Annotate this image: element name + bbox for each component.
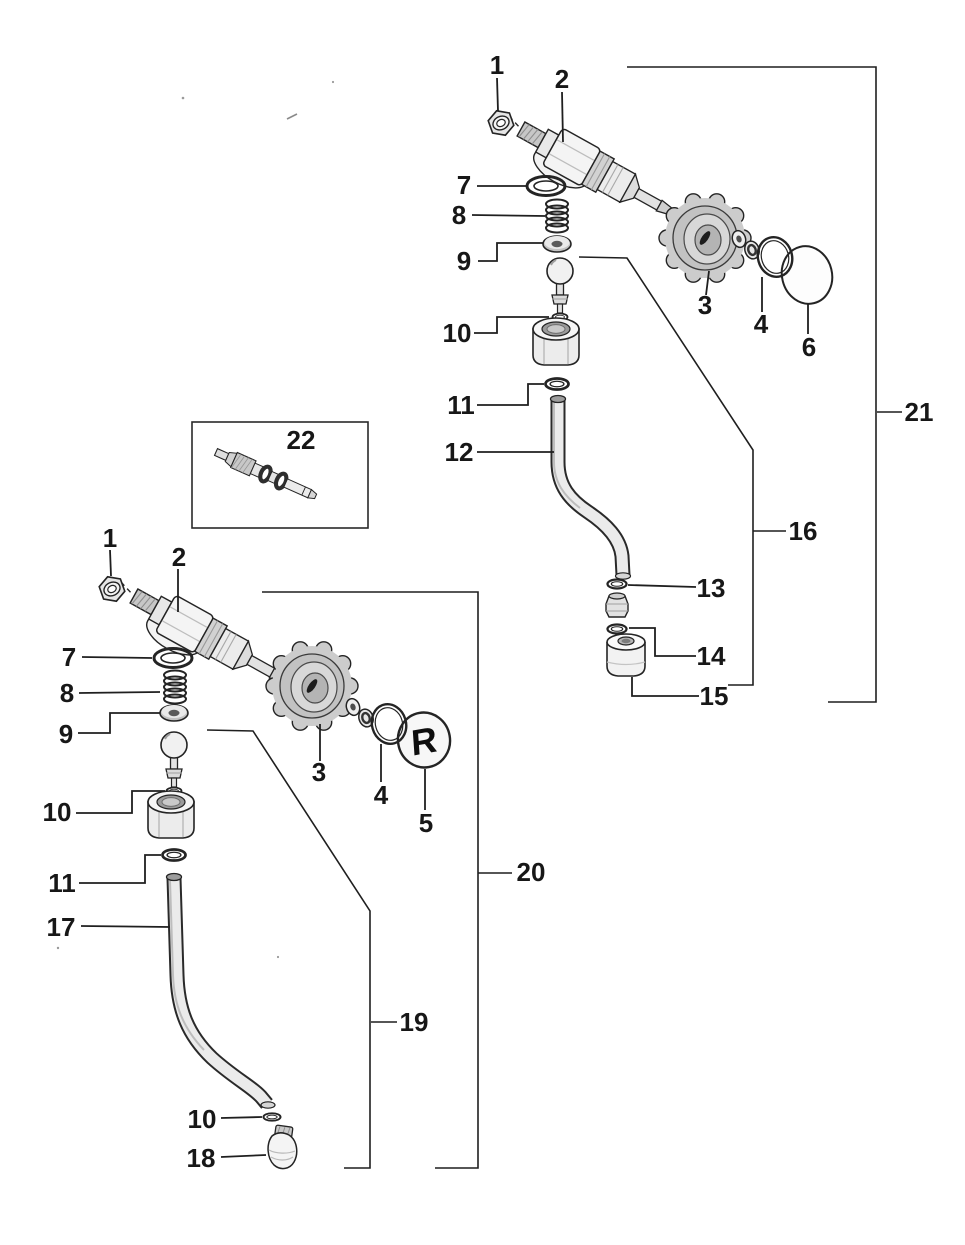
callout-lower-5: 5 — [419, 808, 433, 838]
upper-part-valve-body — [505, 109, 682, 239]
lower-part-ball-stem — [161, 732, 187, 795]
lower-part-logo-disc: R — [396, 711, 452, 769]
upper-part-lock-nut — [487, 110, 515, 136]
upper-part-ball-stem — [547, 258, 573, 321]
callout-bracket-20: 20 — [517, 857, 546, 887]
callout-lower-4: 4 — [374, 780, 389, 810]
bracket-19-line — [206, 729, 371, 1169]
callout-22: 22 — [287, 425, 316, 455]
callout-upper-1: 1 — [490, 50, 504, 80]
upper-part-oring-11 — [544, 377, 570, 391]
callout-upper-3: 3 — [698, 290, 712, 320]
scan-specks — [56, 80, 335, 959]
bracket-20-line — [262, 591, 479, 1169]
upper-part-end-cup — [606, 633, 646, 677]
upper-part-spring — [545, 198, 569, 234]
lower-part-spring — [163, 669, 187, 705]
upper-part-oring-7 — [525, 175, 567, 197]
lower-leader-lines — [76, 549, 426, 1158]
lower-part-oring-11 — [161, 848, 187, 862]
callout-lower-18: 18 — [187, 1143, 216, 1173]
callout-bracket-19: 19 — [400, 1007, 429, 1037]
upper-part-oring-13 — [606, 578, 628, 590]
callout-lower-10b: 10 — [188, 1104, 217, 1134]
callout-upper-15: 15 — [700, 681, 729, 711]
upper-assembly — [487, 109, 834, 677]
lower-assembly: R — [98, 575, 452, 1170]
lower-part-knob — [265, 641, 359, 731]
callout-lower-8: 8 — [60, 678, 74, 708]
callout-upper-7: 7 — [457, 170, 471, 200]
lower-part-oring-tip — [262, 1112, 282, 1122]
bracket-16-line — [578, 256, 754, 686]
lower-callout-labels: 1 2 7 8 9 10 11 17 3 4 5 10 18 19 20 — [43, 523, 546, 1173]
callout-upper-6: 6 — [802, 332, 816, 362]
upper-callout-labels: 1 2 7 8 9 10 11 12 3 4 6 13 14 15 16 21 — [443, 50, 934, 711]
upper-part-oring-14 — [606, 623, 628, 635]
callout-bracket-21: 21 — [905, 397, 934, 427]
callout-upper-14: 14 — [697, 641, 726, 671]
callout-upper-10: 10 — [443, 318, 472, 348]
lower-part-seal-washer — [159, 704, 189, 722]
group-brackets — [206, 66, 902, 1169]
callout-lower-1: 1 — [103, 523, 117, 553]
callout-lower-17: 17 — [47, 912, 76, 942]
lower-part-lock-nut — [98, 575, 126, 603]
callout-lower-2: 2 — [172, 542, 186, 572]
upper-part-hex-nut — [532, 317, 580, 366]
callout-upper-8: 8 — [452, 200, 466, 230]
callout-upper-2: 2 — [555, 64, 569, 94]
callout-lower-9: 9 — [59, 719, 73, 749]
callout-lower-11: 11 — [48, 868, 76, 898]
callout-bracket-16: 16 — [789, 516, 818, 546]
inset-box-22: 22 — [191, 421, 369, 529]
callout-upper-4: 4 — [754, 309, 769, 339]
callout-upper-12: 12 — [445, 437, 474, 467]
upper-part-seal-washer — [542, 235, 572, 253]
upper-part-nozzle-fitting — [605, 592, 629, 618]
lower-part-hex-nut — [147, 790, 195, 839]
callout-upper-11: 11 — [447, 390, 475, 420]
upper-leader-lines — [471, 77, 809, 697]
upper-part-cap-disc — [780, 245, 834, 305]
upper-part-pipe — [549, 394, 632, 580]
callout-lower-3: 3 — [312, 757, 326, 787]
lower-part-pipe — [165, 872, 276, 1109]
callout-upper-13: 13 — [697, 573, 726, 603]
callout-upper-9: 9 — [457, 246, 471, 276]
logo-letter: R — [410, 718, 438, 764]
bracket-21-line — [627, 66, 877, 703]
callout-lower-10: 10 — [43, 797, 72, 827]
callout-lower-7: 7 — [62, 642, 76, 672]
lower-part-steam-tip — [267, 1124, 298, 1170]
